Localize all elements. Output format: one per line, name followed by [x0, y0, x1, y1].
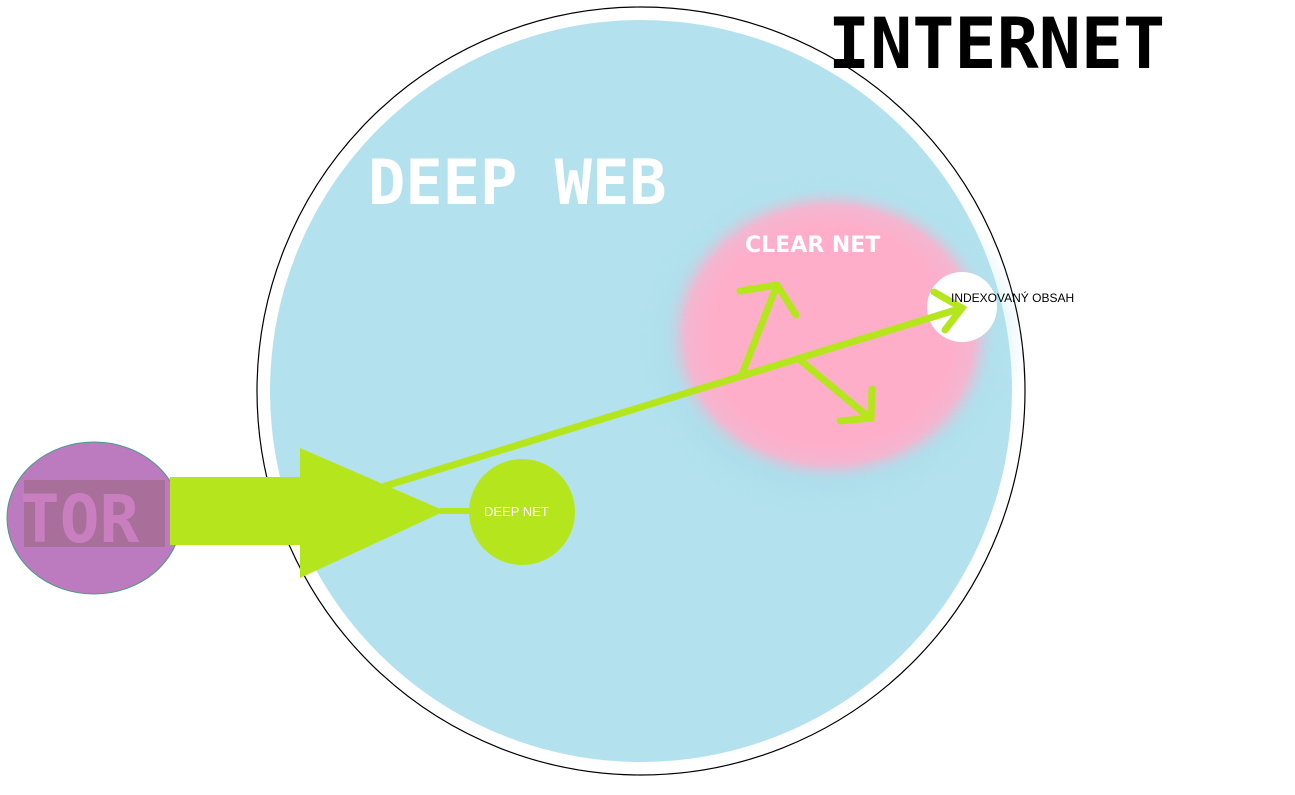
tor-label-box — [24, 480, 165, 547]
tor-label: TOR — [20, 481, 139, 558]
clear-net-area — [662, 185, 998, 485]
deep-web-label: DEEP WEB — [368, 146, 667, 219]
clear-net-label: CLEAR NET — [745, 233, 880, 258]
arrow-to-indexed-content — [381, 288, 968, 490]
arrow-branch-down — [796, 356, 876, 425]
arrow-branch-up — [736, 281, 800, 378]
tor-arrow-shaft — [170, 477, 310, 545]
deep-net-circle — [469, 459, 575, 565]
indexed-content-label: INDEXOVANÝ OBSAH — [951, 290, 1074, 305]
internet-label: INTERNET — [828, 3, 1165, 85]
deep-net-label: DEEP NET — [484, 504, 549, 519]
tor-arrow-head — [300, 448, 445, 578]
